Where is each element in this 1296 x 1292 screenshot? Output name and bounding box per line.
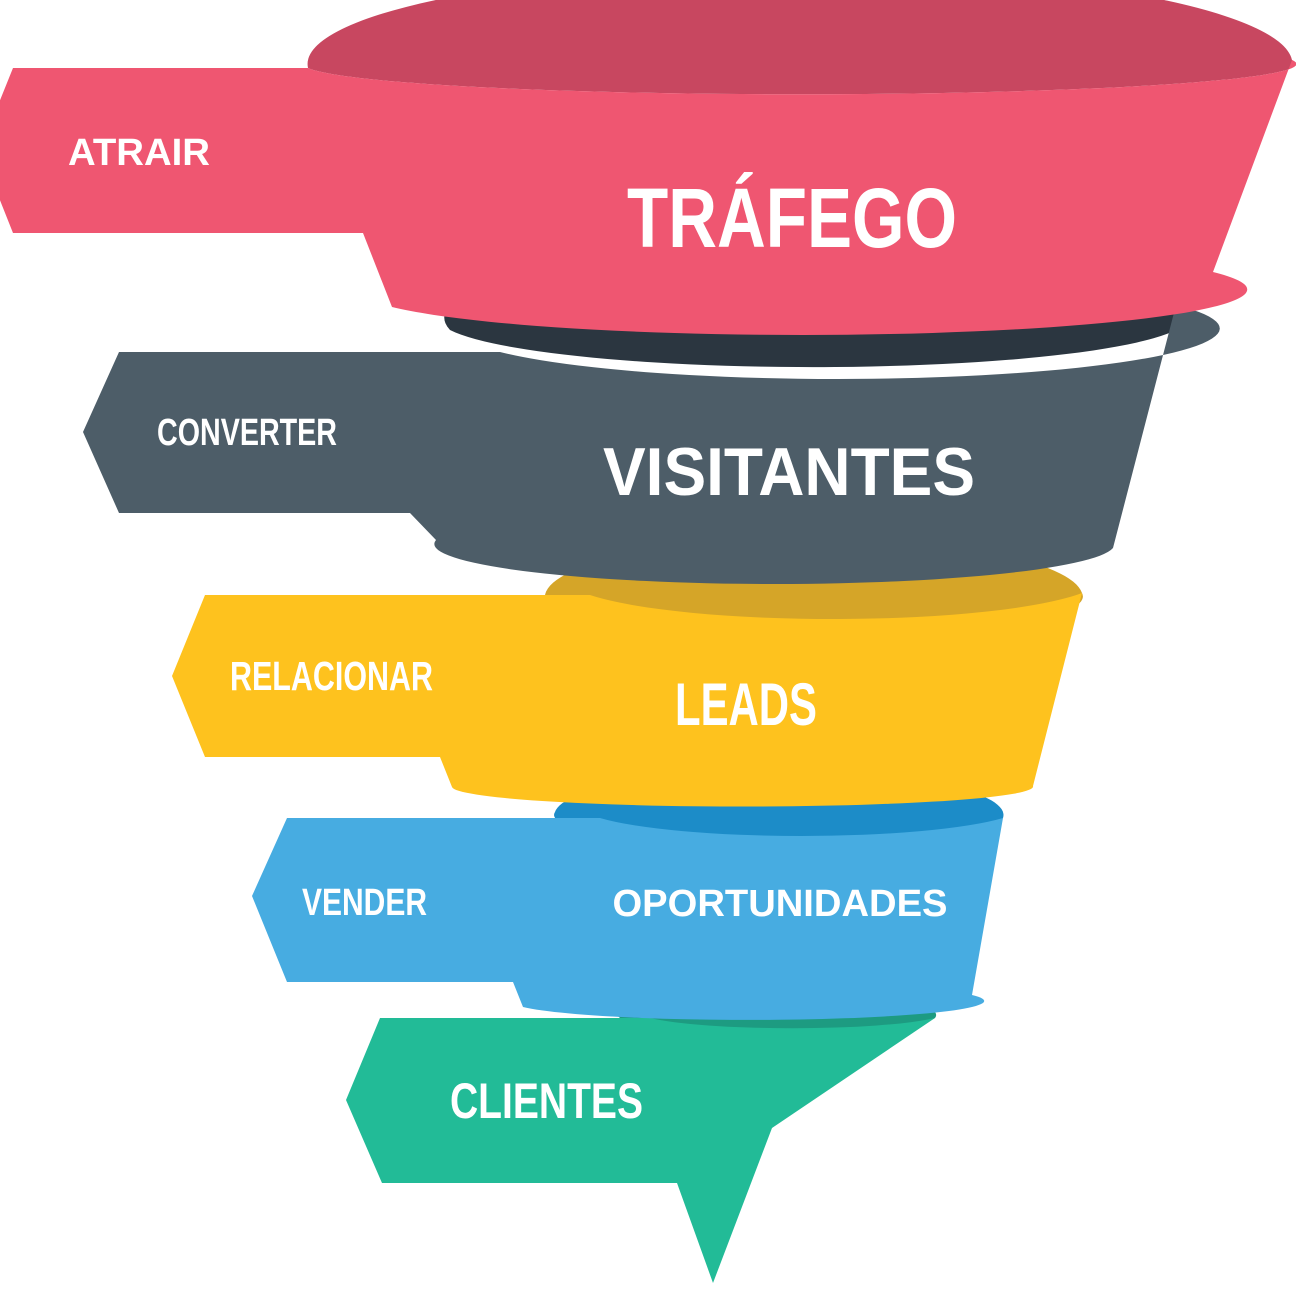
stage-label-trafego: TRÁFEGO <box>627 171 957 265</box>
action-label-converter: CONVERTER <box>157 412 337 454</box>
funnel-top-surface-trafego <box>307 0 1296 95</box>
funnel-level-trafego: ATRAIR TRÁFEGO <box>0 0 1296 335</box>
funnel-level-oportunidades: VENDER OPORTUNIDADES <box>252 769 1004 1020</box>
action-label-vender: VENDER <box>302 882 427 924</box>
stage-label-clientes: CLIENTES <box>450 1073 643 1129</box>
funnel-band-trafego <box>0 60 1296 335</box>
action-label-relacionar: RELACIONAR <box>230 653 433 699</box>
action-label-atrair: ATRAIR <box>68 132 210 174</box>
funnel-band-clientes <box>346 1018 935 1283</box>
stage-label-oportunidades: OPORTUNIDADES <box>613 883 948 925</box>
stage-label-visitantes: VISITANTES <box>603 434 975 510</box>
funnel-band-oportunidades <box>252 818 1003 1020</box>
funnel-level-clientes: CLIENTES <box>346 989 937 1283</box>
funnel-band-leads <box>172 593 1082 807</box>
funnel-band-visitantes <box>83 305 1220 585</box>
stage-label-leads: LEADS <box>675 671 817 738</box>
